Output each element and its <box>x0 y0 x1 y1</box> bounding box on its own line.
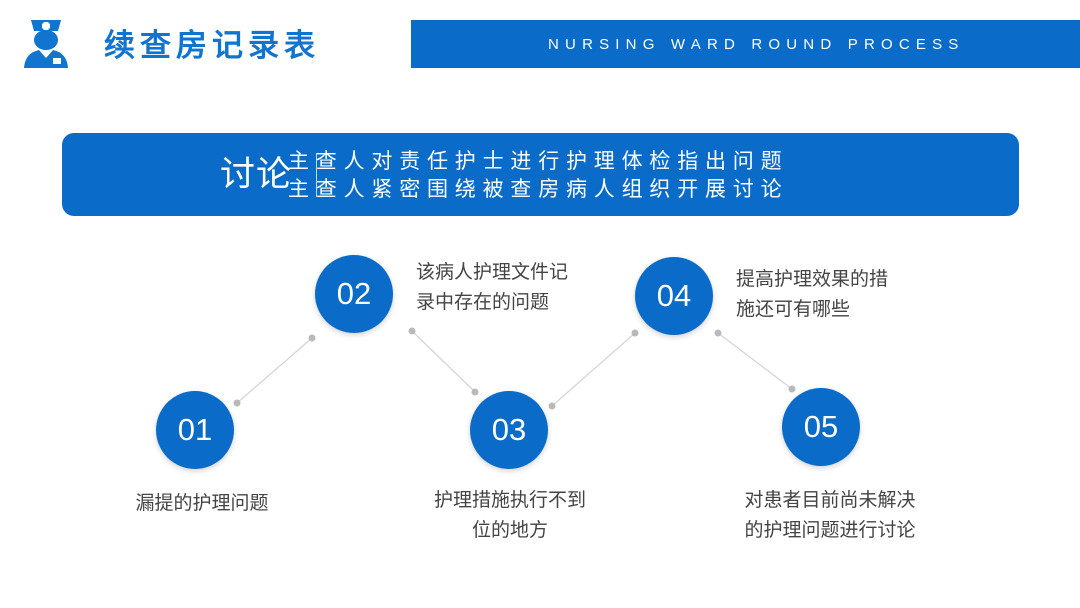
connector-line <box>717 332 793 390</box>
step-05-circle: 05 <box>782 388 860 466</box>
step-03-text: 护理措施执行不到 位的地方 <box>410 485 610 545</box>
banner-divider <box>316 153 317 197</box>
step-04-circle: 04 <box>635 257 713 335</box>
nurse-icon <box>22 16 70 70</box>
step-04-line-2: 施还可有哪些 <box>736 298 851 320</box>
step-05-line-2: 的护理问题进行讨论 <box>744 519 916 541</box>
connector-line <box>236 337 313 404</box>
page-title: 续查房记录表 <box>104 28 320 64</box>
banner-line-2: 主查人紧密围绕被查房病人组织开展讨论 <box>288 177 789 201</box>
connector-dot <box>548 402 556 410</box>
step-02-line-1: 该病人护理文件记 <box>416 261 569 283</box>
step-02-line-2: 录中存在的问题 <box>416 291 550 313</box>
step-02-text: 该病人护理文件记 录中存在的问题 <box>416 257 568 317</box>
page-subtitle: NURSING WARD ROUND PROCESS <box>548 35 965 53</box>
header-bar: NURSING WARD ROUND PROCESS <box>411 20 1080 68</box>
connector-dot <box>631 329 639 337</box>
connector-line <box>411 330 476 393</box>
connector-line <box>551 332 636 407</box>
connector-dot <box>471 388 479 396</box>
step-02-circle: 02 <box>315 255 393 333</box>
connector-dot <box>714 329 722 337</box>
step-01-line-1: 漏提的护理问题 <box>135 492 269 514</box>
step-03-line-1: 护理措施执行不到 <box>433 489 586 511</box>
banner-label: 讨论 <box>220 155 293 195</box>
step-05-text: 对患者目前尚未解决 的护理问题进行讨论 <box>720 485 940 545</box>
discussion-banner: 讨论 <box>62 133 1019 216</box>
step-03-line-2: 位的地方 <box>471 519 548 541</box>
connector-dot <box>308 334 316 342</box>
connector-dot <box>233 399 241 407</box>
step-03-circle: 03 <box>470 391 548 469</box>
step-01-text: 漏提的护理问题 <box>108 488 296 518</box>
step-01-circle: 01 <box>156 391 234 469</box>
step-04-text: 提高护理效果的措 施还可有哪些 <box>736 264 888 324</box>
step-04-line-1: 提高护理效果的措 <box>736 268 889 290</box>
banner-line-1: 主查人对责任护士进行护理体检指出问题 <box>288 149 789 173</box>
connector-dot <box>788 385 796 393</box>
connector-dot <box>408 327 416 335</box>
step-05-line-1: 对患者目前尚未解决 <box>744 489 916 511</box>
